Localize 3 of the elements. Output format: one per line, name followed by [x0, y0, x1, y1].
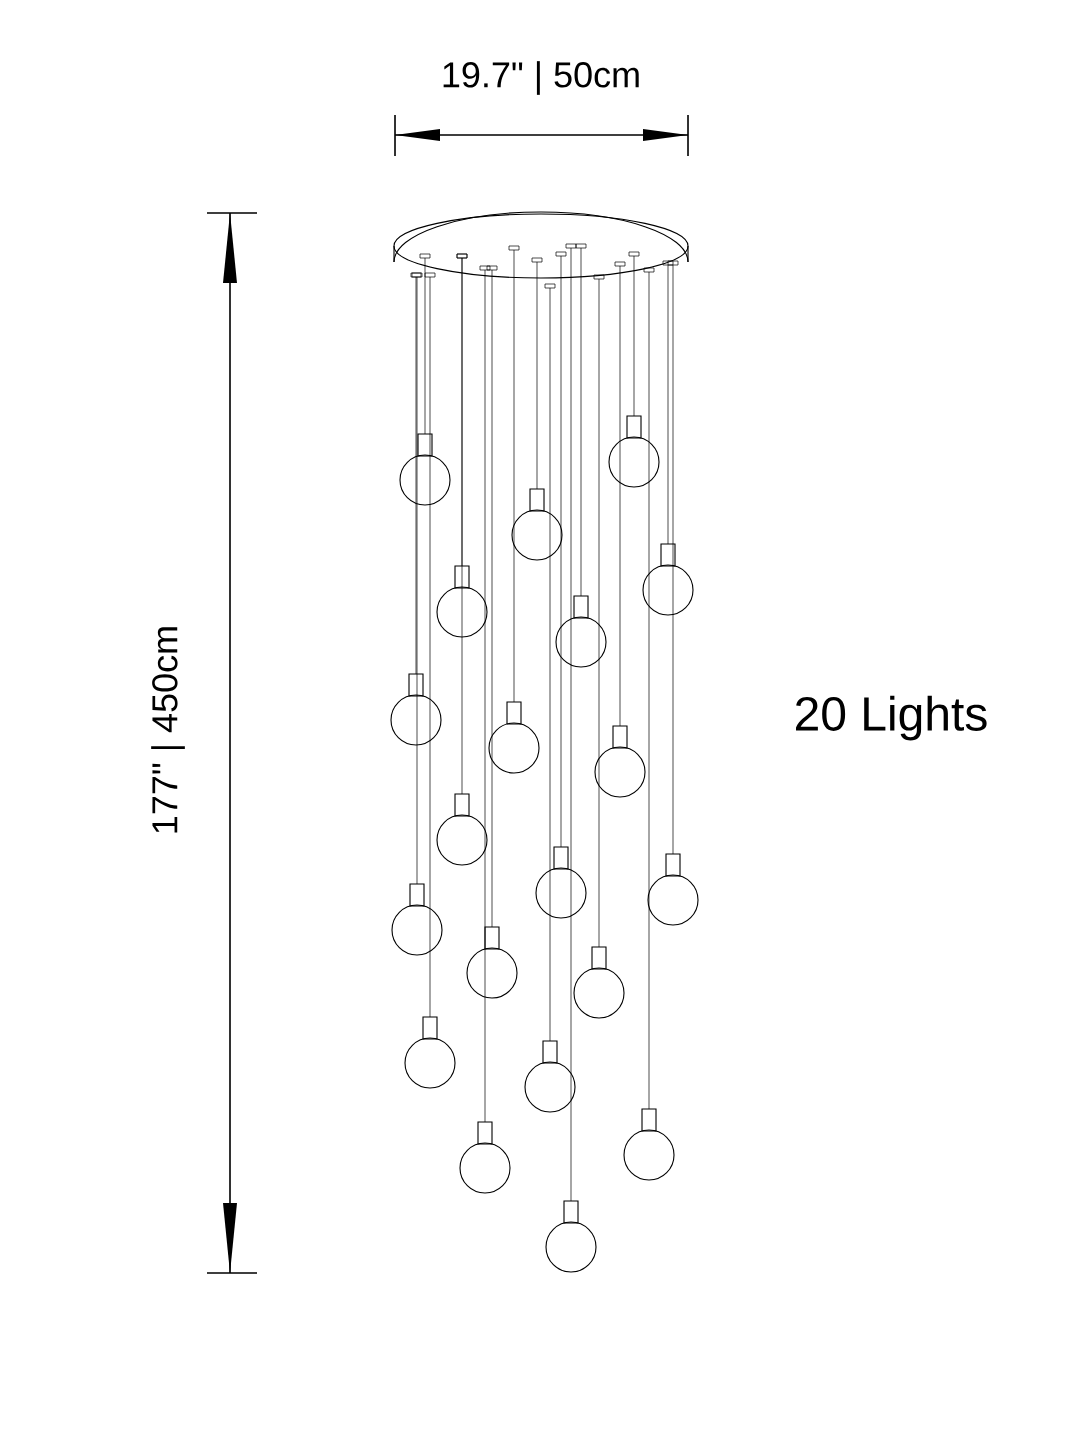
dimension-label: 19.7" | 50cm [443, 61, 639, 95]
dimension-label: 177" | 450cm [151, 627, 185, 833]
light-count-label: 20 Lights [796, 695, 987, 741]
